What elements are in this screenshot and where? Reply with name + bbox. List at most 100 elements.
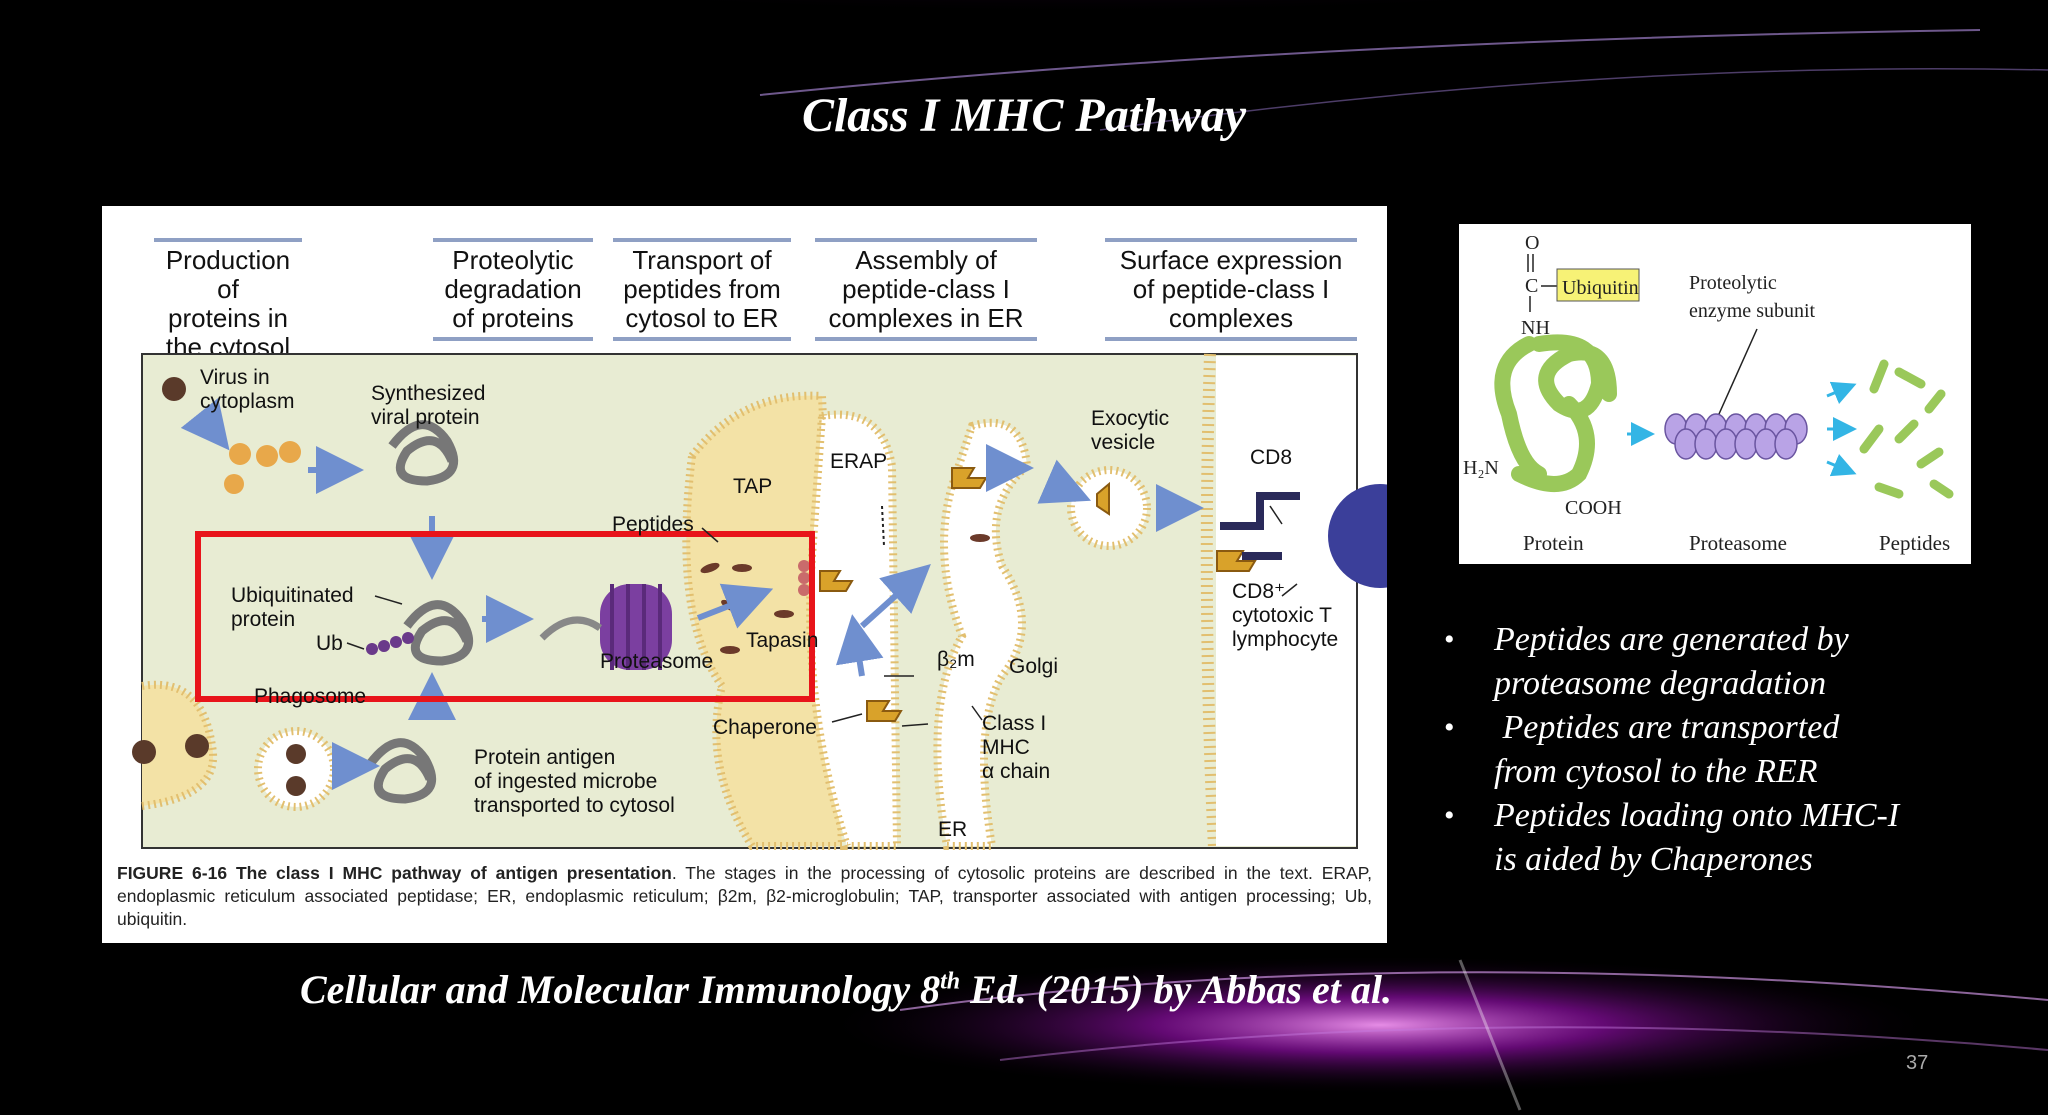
exocytic-vesicle-label: Exocytic (1091, 407, 1169, 430)
proteasome-label: Proteasome (600, 650, 713, 673)
slide-title: Class I MHC Pathway (801, 89, 1247, 142)
protein-antigen-label: of ingested microbe (474, 770, 657, 793)
oxygen-label: O (1525, 232, 1539, 254)
ubiquitinated-protein-label: protein (231, 608, 295, 631)
phagosome-label: Phagosome (254, 685, 366, 708)
peptides-label: Peptides (612, 513, 694, 536)
figure-caption: FIGURE 6-16 The class I MHC pathway of a… (117, 862, 1372, 931)
bullet-line: is aided by Chaperones (1494, 841, 1813, 878)
synthesized-protein-label: viral protein (371, 406, 480, 429)
figure-caption-title: The class I MHC pathway of antigen prese… (235, 863, 672, 883)
extracellular-space (1216, 356, 1356, 846)
synthesized-protein-label: Synthesized (371, 382, 485, 405)
bullet-list: Peptides are generated by proteasome deg… (1440, 618, 1960, 882)
bullet-line: Peptides loading onto MHC-I (1494, 797, 1900, 834)
nh-label: NH (1521, 317, 1550, 339)
protein-coil-icon (366, 420, 474, 804)
bullet-item: Peptides are generated by proteasome deg… (1440, 618, 1960, 706)
er-label: ER (938, 818, 967, 841)
figure-number: FIGURE 6-16 (117, 863, 228, 883)
bullet-line: from cytosol to the RER (1494, 753, 1818, 790)
citation-text: Cellular and Molecular Immunology 8 (300, 967, 941, 1012)
tapasin-label: Tapasin (746, 629, 818, 652)
protein-fold-icon (1494, 334, 1617, 492)
ubiquitinated-protein-label: Ubiquitinated (231, 584, 354, 607)
stage-header-line: degradation (444, 274, 582, 304)
chaperone-label: Chaperone (713, 716, 817, 739)
ubiquitin-label: Ubiquitin (1562, 277, 1639, 299)
peptides-label: Peptides (1879, 531, 1950, 555)
ctl-label: cytotoxic T (1232, 604, 1332, 627)
erap-arrow (881, 505, 885, 547)
citation: Cellular and Molecular Immunology 8th Ed… (300, 966, 1392, 1013)
stage-header-line: Assembly of (855, 245, 997, 275)
enzyme-subunit-label: enzyme subunit (1689, 300, 1816, 322)
erap-label: ERAP (830, 450, 887, 473)
stage-header-line: complexes in ER (828, 303, 1024, 333)
golgi-label: Golgi (1009, 655, 1058, 678)
enzyme-subunit-label: Proteolytic (1689, 272, 1777, 294)
class-i-mhc-label: α chain (982, 760, 1050, 783)
stage-header-line: complexes (1168, 303, 1294, 333)
phagosome-membrane (141, 680, 218, 810)
protein-label: Protein (1523, 531, 1584, 555)
proteasome-icon (1664, 413, 1808, 460)
stage-header-line: Production of (165, 245, 291, 304)
bullet-item: Peptides are transported from cytosol to… (1440, 706, 1960, 794)
protein-antigen-label: Protein antigen (474, 746, 615, 769)
stage-header-surface: Surface expression of peptide-class I co… (1105, 238, 1357, 341)
stage-header-line: Proteolytic (452, 245, 574, 275)
class-i-mhc-label: MHC (982, 736, 1030, 759)
bullet-item: Peptides loading onto MHC-I is aided by … (1440, 794, 1960, 882)
stage-header-line: Surface expression (1119, 245, 1343, 275)
stage-header-line: Transport of (632, 245, 772, 275)
page-number: 37 (1906, 1052, 1929, 1074)
ubiquitin-tag (1556, 268, 1640, 302)
ctl-label: CD8⁺ (1232, 580, 1285, 603)
cd8-label: CD8 (1250, 446, 1292, 469)
carbon-label: C (1525, 275, 1538, 297)
bullet-line: proteasome degradation (1494, 665, 1827, 702)
leader-line (346, 505, 1298, 727)
beta2m-label: β₂m (937, 648, 975, 671)
exocytic-vesicle-label: vesicle (1091, 431, 1155, 454)
proteasome-inset-diagram: O C Ubiquitin NH H₂N COOH Proteolytic en… (1463, 232, 1954, 555)
t-cell-icon (1220, 484, 1387, 588)
pathway-diagram: Virus in cytoplasm Synthesized viral pro… (132, 353, 1387, 850)
ub-label: Ub (316, 632, 343, 655)
stage-header-assembly: Assembly of peptide-class I complexes in… (815, 238, 1037, 341)
stage-header-degradation: Proteolytic degradation of proteins (433, 238, 593, 341)
virus-label: Virus in (200, 366, 270, 389)
stage-header-line: cytosol to ER (625, 303, 779, 333)
figure-caption-text: . The stages in the processing of cytoso… (117, 863, 1372, 929)
plasma-membrane (1200, 353, 1220, 849)
virus-label: cytoplasm (200, 390, 295, 413)
stage-header-line: peptide-class I (842, 274, 1010, 304)
proteasome-label: Proteasome (1689, 531, 1787, 555)
class-i-mhc-label: Class I (982, 712, 1046, 735)
figure-panel: Production of proteins in the cytosol Pr… (102, 206, 1387, 943)
stage-header-line: of proteins (452, 303, 574, 333)
highlight-box (195, 531, 815, 702)
ribosome-icon (224, 441, 301, 494)
stage-header-line: peptides from (623, 274, 781, 304)
ctl-label: lymphocyte (1232, 628, 1338, 651)
protein-antigen-label: transported to cytosol (474, 794, 675, 817)
virus-icon (132, 377, 306, 796)
bullet-line: Peptides are transported (1494, 709, 1840, 746)
citation-text: Ed. (2015) by Abbas et al. (960, 967, 1392, 1012)
citation-superscript: th (940, 968, 961, 995)
tap-label: TAP (733, 475, 772, 498)
cooh-label: COOH (1565, 497, 1622, 519)
inset-panel: O C Ubiquitin NH H₂N COOH Proteolytic en… (1459, 224, 1971, 564)
stage-header-line: of peptide-class I (1132, 274, 1330, 304)
stage-header-transport: Transport of peptides from cytosol to ER (613, 238, 791, 341)
tap-transporter-icon (798, 560, 810, 596)
ubiquitin-chain-icon (366, 632, 414, 655)
proteasome-icon (539, 584, 672, 670)
process-arrow (1826, 381, 1857, 477)
mhc-class-i-icon (819, 467, 1257, 722)
peptide-fragment-icon (1859, 359, 1954, 499)
golgi (933, 418, 1032, 850)
